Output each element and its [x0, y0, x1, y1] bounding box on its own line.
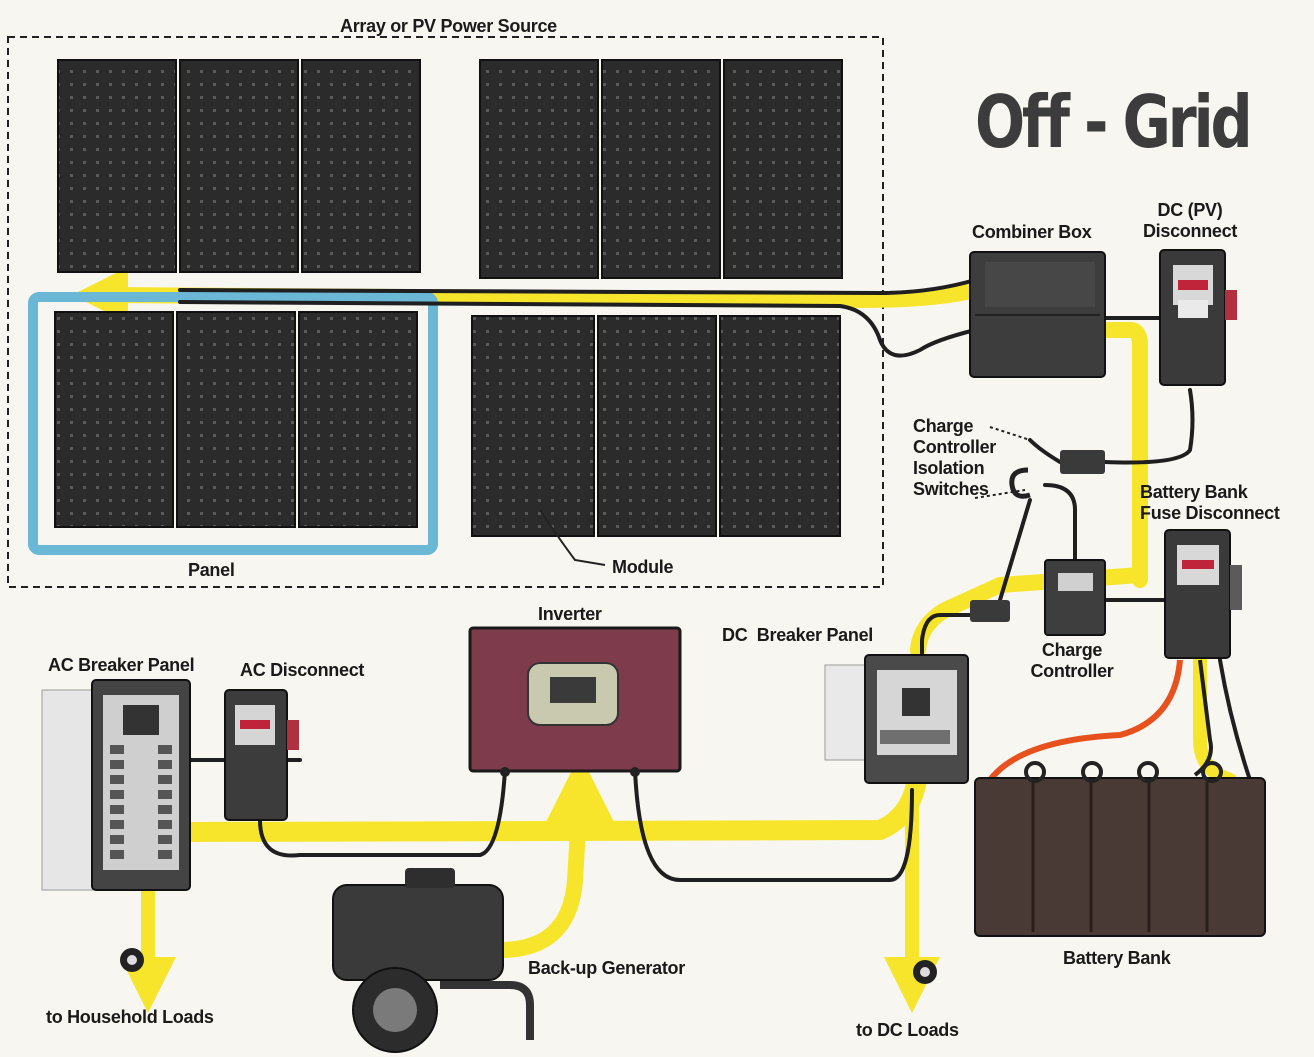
battery-bank-fuse-disconnect: [1165, 530, 1242, 658]
pv-module: [598, 316, 716, 536]
dc-pv-disconnect: [1160, 250, 1237, 385]
dc-pv-disconnect-label: DC (PV) Disconnect: [1140, 200, 1240, 242]
panel-label: Panel: [188, 560, 235, 581]
diagram-title: Off - Grid: [975, 80, 1249, 164]
combiner-box: [970, 252, 1105, 377]
ac-breaker-panel-label: AC Breaker Panel: [48, 655, 194, 676]
pv-module: [177, 312, 295, 527]
dc-pv-disconnect-label-line1: DC (PV): [1140, 200, 1240, 221]
pv-module: [55, 312, 173, 527]
ac-breaker-panel: [42, 680, 190, 890]
pv-module: [472, 316, 594, 536]
inverter: [470, 628, 680, 777]
combiner-to-battery-flow: [1105, 330, 1140, 580]
charge-isolation-label-line1: Charge: [913, 416, 996, 437]
backup-generator-label: Back-up Generator: [528, 958, 685, 979]
charge-controller-label-line2: Controller: [1022, 661, 1122, 682]
pv-module: [302, 60, 420, 272]
dc-to-ac-flow: [190, 770, 918, 832]
pv-module: [58, 60, 176, 272]
backup-generator: [333, 868, 530, 1052]
pv-module: [480, 60, 598, 278]
dc-breaker-panel: [825, 655, 968, 783]
battery-fuse-label-line1: Battery Bank: [1140, 482, 1280, 503]
charge-isolation-label-line4: Switches: [913, 479, 996, 500]
pv-module: [180, 60, 298, 272]
generator-flow: [500, 830, 578, 950]
pv-module: [724, 60, 842, 278]
charge-isolation-label-line3: Isolation: [913, 458, 996, 479]
charge-isolation-label: Charge Controller Isolation Switches: [913, 416, 996, 500]
battery-fuse-label-line2: Fuse Disconnect: [1140, 503, 1280, 524]
ac-disconnect: [225, 690, 299, 820]
battery-bank: [975, 763, 1265, 936]
battery-bank-label: Battery Bank: [1063, 948, 1170, 969]
battery-to-dc-panel-flow: [918, 575, 1140, 650]
household-loads-label: to Household Loads: [46, 1007, 214, 1028]
dc-loads-label: to DC Loads: [856, 1020, 959, 1041]
charge-controller: [1045, 560, 1105, 635]
charge-controller-label: Charge Controller: [1022, 640, 1122, 682]
battery-fuse-label: Battery Bank Fuse Disconnect: [1140, 482, 1280, 524]
dc-pv-disconnect-label-line2: Disconnect: [1140, 221, 1240, 242]
module-label: Module: [612, 557, 673, 578]
combiner-box-label: Combiner Box: [972, 222, 1091, 243]
charge-isolation-label-line2: Controller: [913, 437, 996, 458]
inverter-label: Inverter: [538, 604, 602, 625]
pv-module: [299, 312, 417, 527]
ac-disconnect-label: AC Disconnect: [240, 660, 364, 681]
array-label: Array or PV Power Source: [340, 16, 557, 37]
dc-breaker-panel-label: DC Breaker Panel: [722, 625, 873, 646]
charge-controller-label-line1: Charge: [1022, 640, 1122, 661]
pv-module: [602, 60, 720, 278]
pv-module: [720, 316, 840, 536]
